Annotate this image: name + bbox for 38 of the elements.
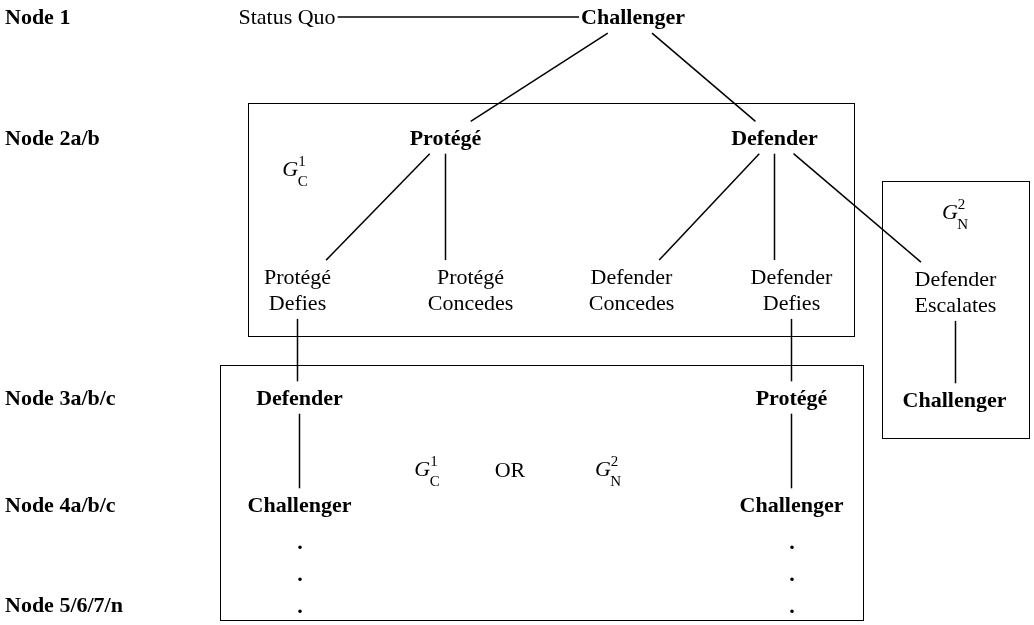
connector-line: [790, 318, 793, 383]
connector-line: [296, 318, 299, 383]
player-label: Protégé Defies: [250, 260, 345, 319]
connector-line: [444, 152, 447, 261]
connector-line: [773, 152, 776, 261]
ellipsis-dots: ...: [788, 528, 796, 620]
player-label: Defender Concedes: [569, 260, 694, 319]
player-label: Defender: [254, 381, 345, 414]
player-label: Defender: [729, 121, 820, 154]
frame-box: [220, 365, 864, 621]
connector-word: OR: [494, 456, 526, 484]
connector-line: [954, 320, 957, 385]
connector-line: [336, 16, 580, 18]
player-label: Defender Defies: [739, 260, 844, 319]
player-label: Defender Escalates: [898, 262, 1013, 321]
frame-box: [882, 181, 1030, 439]
row-label: Node 2a/b: [5, 124, 100, 152]
row-label: Node 4a/b/c: [5, 491, 116, 519]
connector-line: [658, 152, 760, 261]
player-label: Challenger: [737, 488, 846, 521]
ellipsis-dots: ...: [296, 528, 304, 620]
player-label: Protégé: [407, 121, 484, 154]
frame-box: [248, 103, 855, 337]
player-label: Status Quo: [236, 0, 338, 34]
player-label: Challenger: [245, 488, 354, 521]
row-label: Node 5/6/7/n: [5, 591, 123, 619]
player-label: Challenger: [579, 0, 687, 34]
connector-line: [792, 152, 922, 263]
row-label: Node 3a/b/c: [5, 384, 116, 412]
row-label: Node 1: [5, 3, 71, 31]
player-label: Protégé Concedes: [413, 260, 528, 319]
player-label: Protégé: [753, 381, 830, 414]
connector-line: [325, 152, 431, 261]
connector-line: [790, 412, 793, 490]
connector-line: [651, 32, 757, 123]
player-label: Challenger: [900, 383, 1009, 416]
connector-line: [469, 32, 609, 123]
connector-line: [298, 412, 301, 490]
